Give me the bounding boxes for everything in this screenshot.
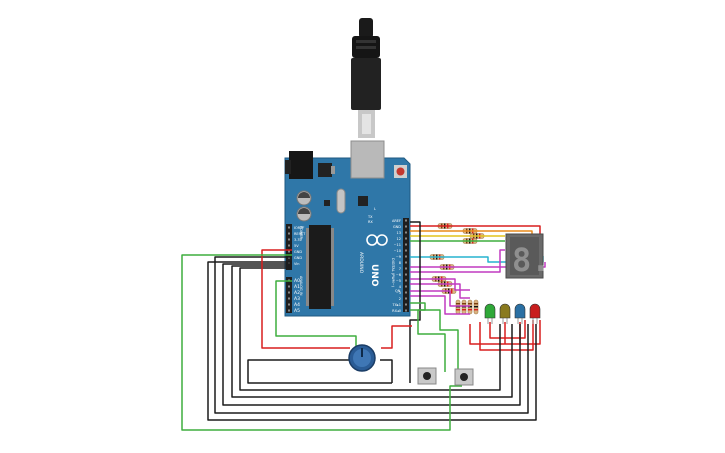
led bbox=[499, 303, 511, 324]
resistor bbox=[467, 299, 473, 315]
label-digital: DIGITAL (PWM~) bbox=[391, 258, 395, 288]
power-pin-label: GND bbox=[294, 256, 302, 260]
digital-pin bbox=[405, 243, 407, 246]
power-pin bbox=[288, 238, 290, 241]
label-l: L bbox=[374, 207, 376, 211]
power-pin-label: 5V bbox=[294, 244, 299, 248]
digital-pin-label: ~6 bbox=[396, 273, 401, 277]
digital-pin-label: ~11 bbox=[394, 243, 401, 247]
led bbox=[484, 303, 496, 324]
digital-pin-label: 13 bbox=[397, 231, 401, 235]
power-pin-labels: IOREF RESET 3.3V 5V GND GND Vin bbox=[288, 226, 306, 266]
board-model: UNO bbox=[369, 264, 379, 287]
led-array bbox=[484, 303, 541, 324]
digital-pin-label: 12 bbox=[397, 237, 401, 241]
digital-pin-labels: AREF GND 13 12 ~11 ~10 ~9 8 7 ~6 ~5 4 ~3 2TX▸1RX◂0 bbox=[391, 219, 407, 313]
resistor bbox=[473, 299, 479, 315]
digital-pin bbox=[405, 273, 407, 276]
digital-pin-label: ~9 bbox=[396, 255, 401, 259]
digital-pin-label: 2 bbox=[399, 297, 401, 301]
digital-pin bbox=[405, 297, 407, 300]
analog-pin-label: A2 bbox=[294, 290, 300, 296]
digital-pin bbox=[405, 261, 407, 264]
power-pin-label: GND bbox=[294, 250, 302, 254]
wire-led-4 bbox=[410, 295, 470, 315]
digital-pin bbox=[405, 255, 407, 258]
usb-cable bbox=[351, 18, 381, 138]
wire-led-3 bbox=[410, 290, 470, 307]
board-brand: ARDUINO bbox=[358, 252, 364, 274]
digital-pin-label: 4 bbox=[399, 285, 402, 289]
power-pin bbox=[288, 250, 290, 253]
power-pin bbox=[288, 244, 290, 247]
digital-pin bbox=[405, 291, 407, 294]
digital-pin bbox=[405, 225, 407, 228]
digital-pin-label: RX◂0 bbox=[392, 309, 401, 313]
label-on: ON bbox=[395, 289, 401, 293]
digital-pin-label: ~3 bbox=[396, 291, 401, 295]
digital-pin bbox=[405, 279, 407, 282]
digital-pin bbox=[405, 237, 407, 240]
seven-segment-display: 8. bbox=[505, 233, 551, 279]
resistor bbox=[455, 299, 461, 315]
analog-pin-label: A1 bbox=[294, 284, 300, 290]
led bbox=[529, 303, 541, 324]
label-analog: ANALOG IN bbox=[299, 276, 303, 296]
power-pin bbox=[288, 226, 290, 229]
digital-pin-label: 7 bbox=[399, 267, 401, 271]
digital-pin bbox=[405, 249, 407, 252]
power-pin-label: 3.3V bbox=[294, 238, 303, 242]
resistor bbox=[461, 299, 467, 315]
analog-pin bbox=[288, 285, 290, 288]
arduino-uno-board[interactable]: ARDUINO UNO TX RX L ON POWER ANALOG IN D… bbox=[284, 140, 411, 317]
analog-pin bbox=[288, 297, 290, 300]
analog-pin bbox=[288, 309, 290, 312]
label-tx: TX bbox=[367, 215, 373, 219]
led bbox=[514, 303, 526, 324]
digital-pin bbox=[405, 219, 407, 222]
label-rx: RX bbox=[368, 220, 373, 224]
digital-pin-label: 8 bbox=[399, 261, 401, 265]
analog-pin bbox=[288, 303, 290, 306]
digital-pin bbox=[405, 303, 407, 306]
analog-pin-label: A5 bbox=[294, 308, 300, 314]
wire-led-2 bbox=[410, 283, 470, 299]
seven-segment-digit: 8. bbox=[512, 241, 551, 279]
push-button-2[interactable] bbox=[454, 368, 474, 386]
digital-pin-label: ~10 bbox=[394, 249, 401, 253]
power-pin-label: RESET bbox=[294, 232, 306, 236]
wire-segment-f bbox=[410, 262, 546, 268]
wires bbox=[181, 221, 546, 431]
digital-pin bbox=[405, 285, 407, 288]
analog-pin-label: A0 bbox=[294, 278, 300, 284]
analog-pin bbox=[288, 291, 290, 294]
digital-pin-label: TX▸1 bbox=[391, 303, 401, 307]
resistor-array bbox=[429, 223, 485, 315]
analog-pin-label: A3 bbox=[294, 296, 300, 302]
potentiometer[interactable] bbox=[348, 344, 376, 372]
power-pin-label: IOREF bbox=[294, 226, 304, 230]
digital-pin-label: ~5 bbox=[396, 279, 401, 283]
push-button-1[interactable] bbox=[417, 367, 437, 385]
digital-pin-label: GND bbox=[393, 225, 401, 229]
digital-pin-label: AREF bbox=[392, 219, 401, 223]
digital-pin bbox=[405, 267, 407, 270]
label-power: POWER bbox=[299, 226, 303, 240]
digital-pin bbox=[405, 309, 407, 312]
wire-segment-g bbox=[410, 249, 505, 273]
arduino-logo bbox=[366, 234, 388, 246]
analog-pin-label: A4 bbox=[294, 302, 300, 308]
power-pin-label: Vin bbox=[294, 262, 300, 266]
power-pin bbox=[288, 232, 290, 235]
digital-pin bbox=[405, 231, 407, 234]
